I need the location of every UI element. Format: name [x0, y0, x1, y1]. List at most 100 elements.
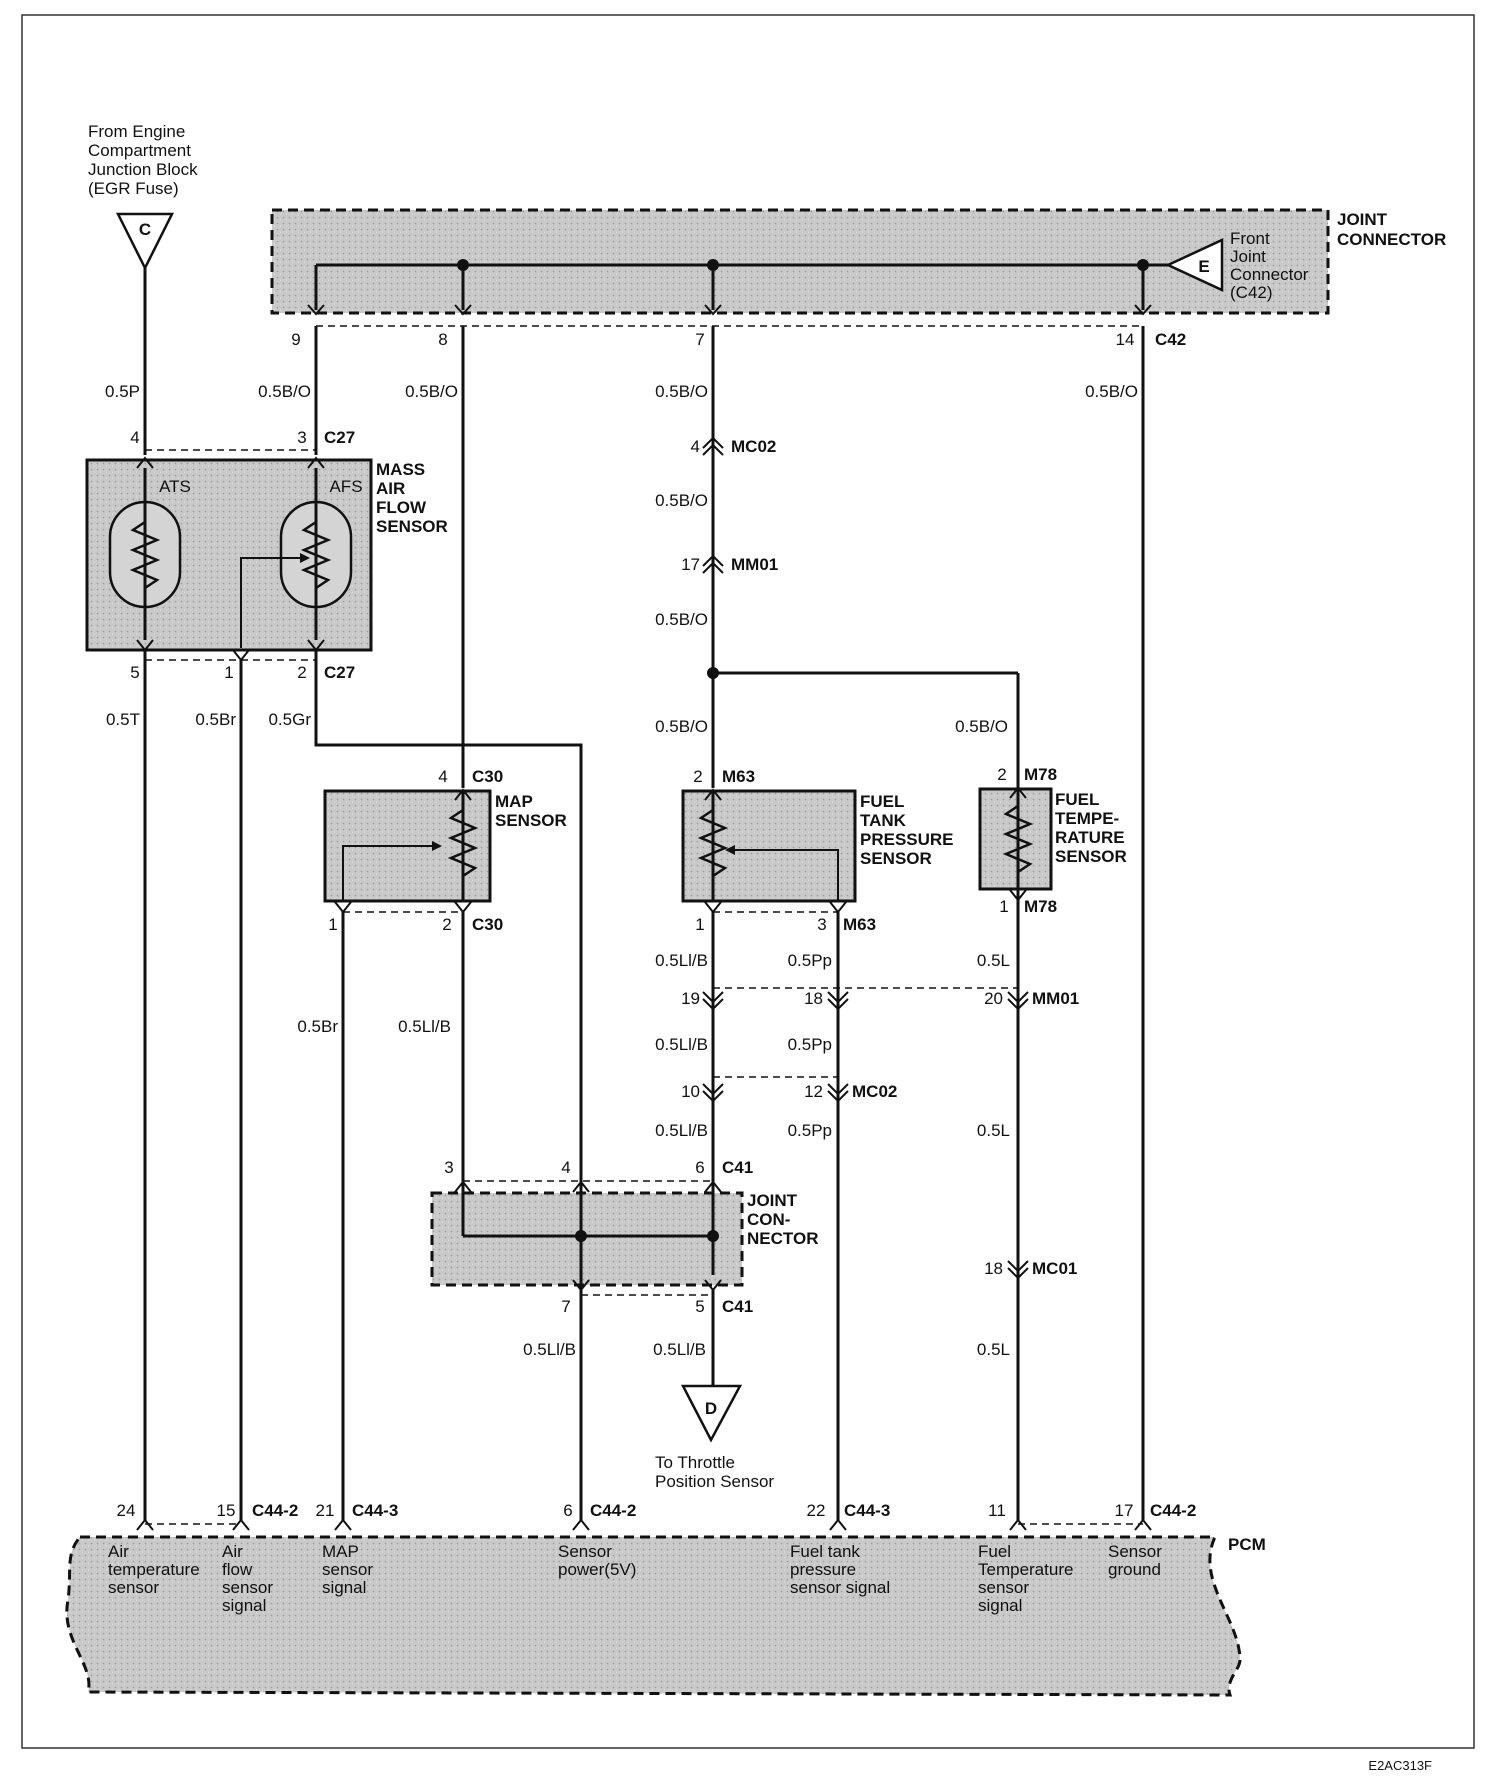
diagram-label: flow	[222, 1560, 253, 1579]
diagram-label: JOINT	[1337, 210, 1388, 229]
diagram-label: M78	[1024, 897, 1057, 916]
diagram-label: C27	[324, 428, 355, 447]
map-resistor-icon	[447, 808, 479, 878]
diagram-label: AFS	[329, 477, 362, 496]
diagram-label: ground	[1108, 1560, 1161, 1579]
diagram-label: C42	[1155, 330, 1186, 349]
connector-e-icon	[1165, 238, 1224, 292]
diagram-label: C44-2	[252, 1501, 298, 1520]
diagram-label: 4	[438, 767, 447, 786]
diagram-label: 0.5B/O	[258, 382, 311, 401]
lower-joint-connector	[430, 1191, 744, 1287]
diagram-label: C44-3	[844, 1501, 890, 1520]
diagram-label: PCM	[1228, 1535, 1266, 1554]
diagram-label: 0.5L	[977, 1340, 1010, 1359]
diagram-label: 21	[316, 1501, 335, 1520]
diagram-label: 3	[297, 428, 306, 447]
diagram-label: Sensor	[558, 1542, 612, 1561]
ftps-resistor-icon	[697, 808, 729, 878]
diagram-label: signal	[322, 1578, 366, 1597]
diagram-label: (C42)	[1230, 283, 1273, 302]
diagram-label: 22	[807, 1501, 826, 1520]
diagram-label: PRESSURE	[860, 830, 954, 849]
diagram-label: SENSOR	[860, 849, 932, 868]
diagram-label: 11	[988, 1501, 1006, 1520]
diagram-label: C30	[472, 767, 503, 786]
diagram-label: 4	[561, 1158, 570, 1177]
ats-resistor-icon	[129, 520, 161, 590]
diagram-label: CON-	[747, 1210, 790, 1229]
connector-d-icon	[680, 1384, 743, 1443]
diagram-label: 18	[984, 1259, 1003, 1278]
diagram-label: 0.5B/O	[405, 382, 458, 401]
figure-code: E2AC313F	[1368, 1758, 1432, 1773]
diagram-label: temperature	[108, 1560, 200, 1579]
diagram-label: 6	[563, 1501, 572, 1520]
diagram-label: 12	[804, 1082, 823, 1101]
diagram-label: 4	[691, 437, 700, 456]
diagram-label: MC02	[731, 437, 776, 456]
diagram-label: (EGR Fuse)	[88, 179, 179, 198]
diagram-label: 7	[695, 330, 704, 349]
diagram-label: MM01	[731, 555, 778, 574]
diagram-label: RATURE	[1055, 828, 1125, 847]
diagram-label: Position Sensor	[655, 1472, 774, 1491]
diagram-label: 2	[997, 765, 1006, 784]
diagram-label: 0.5B/O	[655, 382, 708, 401]
diagram-label: 2	[693, 767, 702, 786]
diagram-label: C27	[324, 663, 355, 682]
diagram-label: E	[1198, 257, 1209, 276]
diagram-label: signal	[222, 1596, 266, 1615]
diagram-label: 0.5P	[105, 382, 140, 401]
diagram-label: TANK	[860, 811, 907, 830]
diagram-label: 0.5B/O	[1085, 382, 1138, 401]
diagram-label: D	[705, 1399, 717, 1418]
diagram-label: Air	[108, 1542, 129, 1561]
diagram-label: sensor	[322, 1560, 373, 1579]
diagram-label: sensor	[978, 1578, 1029, 1597]
diagram-label: MAP	[322, 1542, 359, 1561]
diagram-label: 7	[561, 1297, 570, 1316]
page-border	[21, 14, 1475, 1749]
diagram-label: Air	[222, 1542, 243, 1561]
diagram-label: 0.5B/O	[655, 610, 708, 629]
diagram-label: 0.5Br	[195, 710, 236, 729]
connector-c-icon	[115, 212, 175, 271]
diagram-label: 0.5L	[977, 1121, 1010, 1140]
diagram-label: 24	[117, 1501, 136, 1520]
diagram-label: 6	[695, 1158, 704, 1177]
fuel-temperature-sensor	[978, 787, 1053, 891]
diagram-label: 0.5Br	[297, 1017, 338, 1036]
diagram-label: 0.5Ll/B	[655, 951, 708, 970]
diagram-label: 0.5Ll/B	[655, 1121, 708, 1140]
diagram-label: SENSOR	[376, 517, 448, 536]
diagram-label: MC01	[1032, 1259, 1077, 1278]
diagram-label: 0.5Ll/B	[655, 1035, 708, 1054]
top-joint-connector	[270, 208, 1330, 315]
diagram-label: M63	[843, 915, 876, 934]
diagram-label: C	[139, 220, 151, 239]
diagram-label: 1	[328, 915, 337, 934]
diagram-label: JOINT	[747, 1191, 798, 1210]
diagram-label: 0.5L	[977, 951, 1010, 970]
diagram-label: 0.5B/O	[655, 717, 708, 736]
diagram-label: sensor	[108, 1578, 159, 1597]
diagram-label: 14	[1116, 330, 1135, 349]
diagram-label: MC02	[852, 1082, 897, 1101]
diagram-label: 0.5Ll/B	[653, 1340, 706, 1359]
diagram-label: C44-2	[1150, 1501, 1196, 1520]
diagram-label: NECTOR	[747, 1229, 818, 1248]
diagram-label: SENSOR	[495, 811, 567, 830]
diagram-label: 0.5Gr	[268, 710, 311, 729]
diagram-label: MAP	[495, 792, 533, 811]
diagram-label: 3	[444, 1158, 453, 1177]
diagram-label: C44-3	[352, 1501, 398, 1520]
diagram-label: Front	[1230, 229, 1270, 248]
afs-resistor-icon	[300, 520, 332, 590]
diagram-label: 0.5Pp	[788, 951, 832, 970]
diagram-label: 10	[681, 1082, 700, 1101]
diagram-label: M78	[1024, 765, 1057, 784]
diagram-label: To Throttle	[655, 1453, 735, 1472]
